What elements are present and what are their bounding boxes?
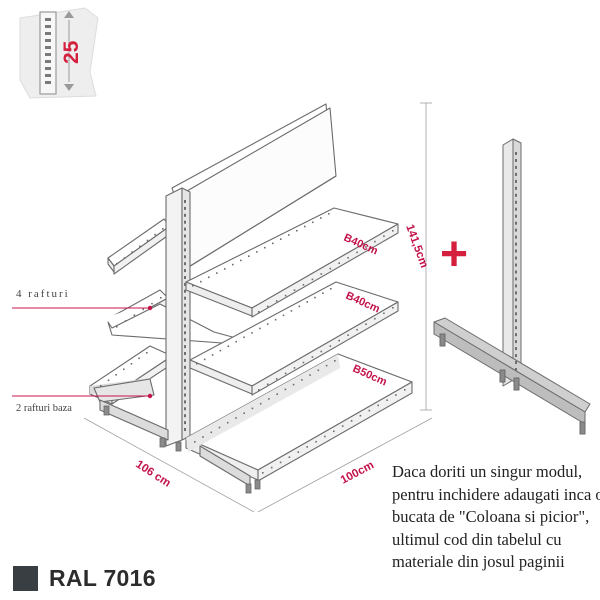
shelf-perforations [100, 200, 406, 474]
arrow-up-icon [64, 11, 74, 18]
ral-color-swatch [13, 566, 38, 591]
levelling-feet [103, 405, 261, 494]
callouts: 4 rafturi 2 rafturi baza [12, 288, 153, 414]
dimension-depth: 106 cm [133, 458, 172, 489]
note-line: ultimul cod din tabelul cu [392, 529, 562, 549]
note-line: materiale din josul paginii [392, 552, 565, 571]
note-line: pentru inchidere adaugati inca o [392, 484, 600, 504]
dimension-width: 100cm [339, 459, 376, 486]
callout-shelves: 4 rafturi [16, 288, 70, 300]
badge-number: 25 [60, 40, 83, 64]
dimension-lines [83, 102, 433, 513]
arrow-down-icon [64, 84, 74, 91]
note-line: bucata de "Coloana si picior", [392, 507, 590, 526]
shelf-hole-badge: 25 [19, 7, 99, 99]
column-and-foot [433, 138, 591, 435]
plus-icon: + [440, 228, 468, 281]
callout-base-shelves: 2 rafturi baza [16, 403, 72, 414]
single-module-note: Daca doriti un singur modul, pentru inch… [392, 461, 600, 574]
gondola-shelving-unit [89, 103, 413, 487]
note-line: Daca doriti un singur modul, [392, 462, 583, 481]
ral-color-label: RAL 7016 [49, 565, 156, 591]
